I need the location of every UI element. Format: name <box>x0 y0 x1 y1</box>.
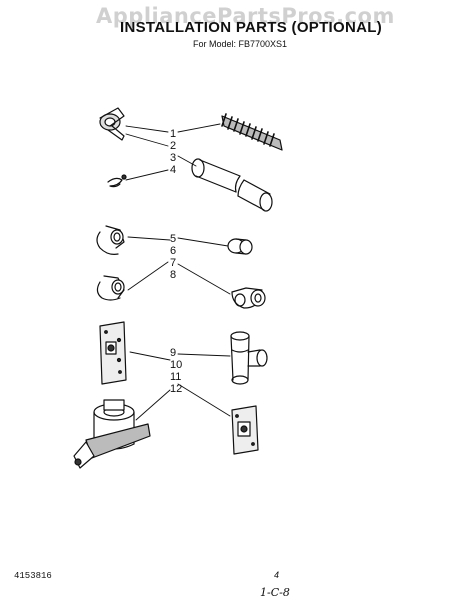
callout-1: 1 <box>170 128 176 140</box>
elbow-part-left <box>96 225 125 255</box>
callout-3: 3 <box>170 152 176 164</box>
callout-11: 11 <box>170 371 181 383</box>
callout-4: 4 <box>170 164 176 176</box>
callout-2: 2 <box>170 140 176 152</box>
page-number: 4 <box>274 570 280 580</box>
flexible-duct-part <box>221 113 283 151</box>
callout-9: 9 <box>170 347 176 359</box>
part-number: 4153816 <box>14 571 52 581</box>
callout-7: 7 <box>170 257 176 269</box>
page-title: INSTALLATION PARTS (OPTIONAL) <box>120 19 383 36</box>
coupling-part <box>227 238 253 255</box>
leader-lines <box>125 123 231 421</box>
wall-plate-part-left <box>99 321 127 385</box>
watermark: AppliancePartsPros.com <box>96 4 395 28</box>
elbow-part-right <box>231 287 266 309</box>
handwritten-note: 1-C-8 <box>260 586 290 599</box>
callout-5: 5 <box>170 233 176 245</box>
vent-clamp-part <box>99 107 125 141</box>
callout-10: 10 <box>170 359 182 371</box>
rigid-duct-part <box>191 158 273 212</box>
tee-fitting-part <box>230 331 268 385</box>
elbow-part-second <box>96 275 125 301</box>
wall-plate-part-right <box>231 405 259 455</box>
sealant-can-part <box>73 399 151 469</box>
model-line: For Model: FB7700XS1 <box>192 39 288 49</box>
callout-12: 12 <box>170 383 182 395</box>
callout-6: 6 <box>170 245 176 257</box>
callout-8: 8 <box>170 269 176 281</box>
wire-clip-part <box>107 174 127 188</box>
